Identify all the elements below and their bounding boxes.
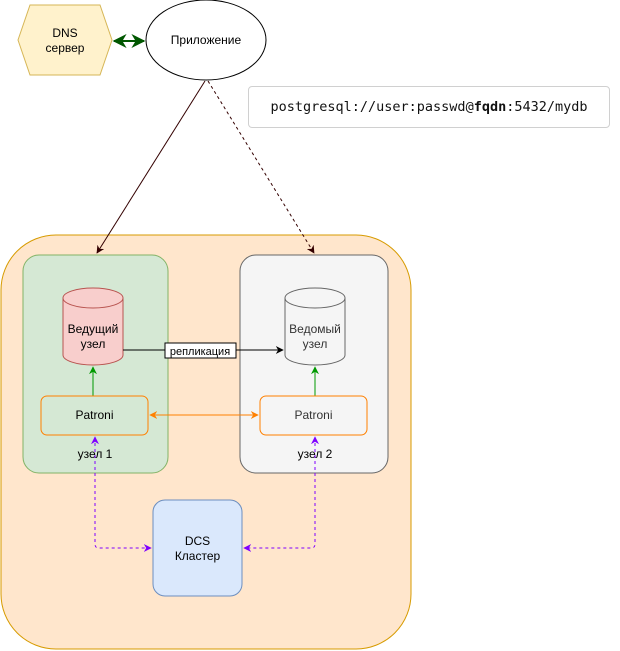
patroni1-box: [40, 395, 149, 436]
application-ellipse: [145, 0, 267, 81]
dns-server-hexagon: [17, 4, 113, 76]
replication-label-box: [164, 342, 237, 359]
dns-label-line1: DNS: [52, 26, 77, 40]
replica-db-label-line1: Ведомый: [289, 322, 341, 336]
dcs-label-line2: Кластер: [175, 549, 221, 563]
app-to-primary-arrow: [96, 80, 206, 254]
replica-db-label-line2: узел: [303, 337, 328, 351]
connection-string-suffix: :5432/mydb: [506, 99, 588, 115]
replication-label: репликация: [170, 346, 230, 358]
patroni2-label: Patroni: [294, 408, 332, 422]
patroni1-label: Patroni: [75, 408, 113, 422]
dcs-patroni1-link: [91, 436, 152, 552]
connection-string-prefix: postgresql://user:passwd@: [270, 99, 474, 115]
primary-db-label-line1: Ведущий: [68, 322, 119, 336]
primary-db-label-line2: узел: [81, 337, 106, 351]
dcs-label-line1: DCS: [185, 534, 210, 548]
application-label: Приложение: [171, 33, 242, 47]
patroni2-box: [259, 395, 368, 436]
dns-label-line2: сервер: [46, 41, 85, 55]
replica-db-cylinder: Ведомый узел: [284, 287, 346, 366]
dcs-cluster-box: [152, 499, 243, 597]
dcs-patroni2-link: [243, 436, 319, 552]
connection-string-box: postgresql://user:passwd@fqdn:5432/mydb: [248, 86, 610, 128]
primary-db-cylinder: Ведущий узел: [62, 287, 124, 366]
connection-string-host: fqdn: [473, 99, 507, 115]
app-to-replica-arrow: [207, 80, 315, 254]
